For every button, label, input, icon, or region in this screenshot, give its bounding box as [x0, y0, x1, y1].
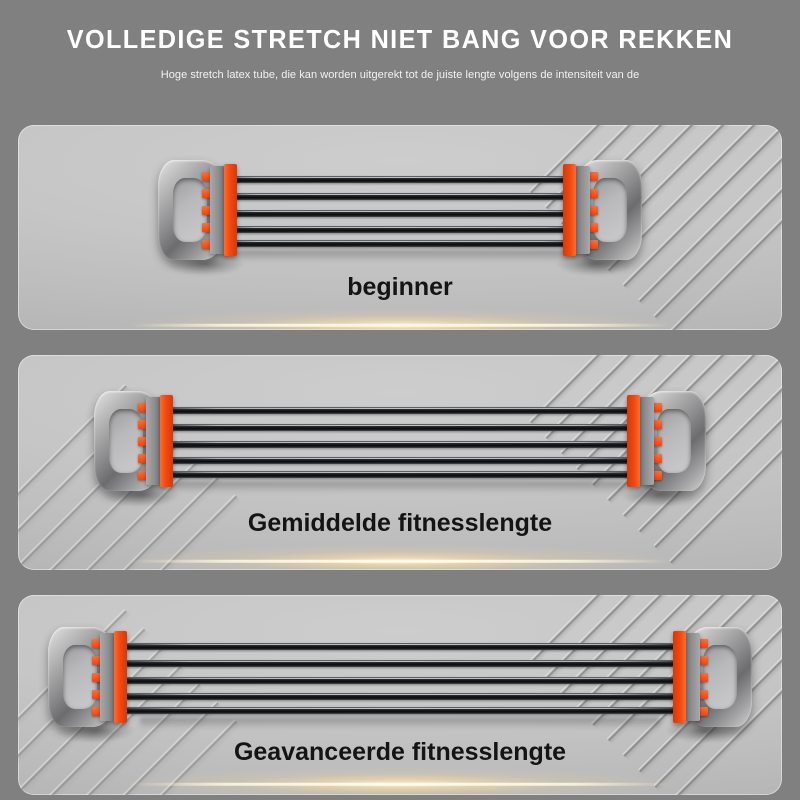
- clip-tooth: [202, 222, 211, 232]
- clip-tooth: [92, 690, 101, 699]
- chest-expander-illustration: [94, 385, 706, 513]
- clip-tooth: [589, 205, 598, 215]
- handle-right: [610, 385, 706, 513]
- clip-tooth: [138, 419, 147, 429]
- anchor-plate: [574, 165, 590, 254]
- latex-tube: [125, 660, 675, 667]
- handle-right: [656, 621, 752, 749]
- anchor-plate: [210, 165, 226, 254]
- latex-tube: [125, 643, 675, 650]
- clip-tooth: [699, 690, 708, 699]
- light-glow: [120, 544, 680, 570]
- clip-tooth: [699, 673, 708, 682]
- orange-clip-bar: [673, 631, 686, 723]
- clip-tooth: [699, 656, 708, 665]
- page-subtitle: Hoge stretch latex tube, die kan worden …: [160, 69, 640, 81]
- clip-teeth: [138, 402, 147, 481]
- anchor-plate: [684, 633, 700, 721]
- clip-teeth: [653, 402, 662, 481]
- product-panel: Geavanceerde fitnesslengte: [18, 595, 782, 795]
- handle-right: [546, 154, 642, 282]
- orange-clip-bar: [563, 163, 576, 256]
- latex-tube: [125, 693, 675, 700]
- light-glow: [120, 767, 680, 795]
- clip-tooth: [202, 239, 211, 249]
- product-panel: beginner: [18, 125, 782, 330]
- clip-tooth: [589, 188, 598, 198]
- clip-teeth: [589, 171, 598, 250]
- tube-shadow: [220, 249, 580, 262]
- orange-clip-bar: [627, 394, 640, 487]
- clip-tooth: [653, 470, 662, 480]
- light-glow: [120, 308, 680, 330]
- clip-tooth: [138, 402, 147, 412]
- page-title: VOLLEDIGE STRETCH NIET BANG VOOR REKKEN: [66, 24, 734, 54]
- tube-shadow: [173, 480, 627, 493]
- clip-tooth: [138, 470, 147, 480]
- anchor-plate: [100, 633, 116, 721]
- latex-tube: [211, 239, 589, 247]
- latex-tube: [211, 175, 589, 183]
- clip-tooth: [589, 239, 598, 249]
- orange-clip-bar: [114, 631, 127, 723]
- latex-tube: [161, 423, 640, 431]
- latex-tube: [211, 225, 589, 233]
- latex-tube: [161, 406, 640, 414]
- clip-tooth: [699, 707, 708, 716]
- latex-tube-bundle: [211, 173, 589, 247]
- clip-tooth: [202, 188, 211, 198]
- clip-tooth: [92, 639, 101, 648]
- panel-caption: beginner: [347, 273, 453, 301]
- handle-left: [158, 154, 254, 282]
- clip-tooth: [138, 436, 147, 446]
- anchor-plate: [638, 396, 654, 485]
- latex-tube: [125, 677, 675, 684]
- chest-expander-illustration: [158, 154, 642, 282]
- handle-left: [48, 621, 144, 749]
- tube-shadow: [139, 717, 661, 729]
- clip-tooth: [653, 453, 662, 463]
- latex-tube: [161, 456, 640, 464]
- header-banner: VOLLEDIGE STRETCH NIET BANG VOOR REKKEN …: [0, 0, 800, 118]
- clip-tooth: [653, 402, 662, 412]
- clip-tooth: [138, 453, 147, 463]
- latex-tube-bundle: [125, 640, 675, 714]
- anchor-plate: [146, 396, 162, 485]
- clip-tooth: [202, 205, 211, 215]
- clip-teeth: [699, 639, 708, 717]
- clip-tooth: [92, 673, 101, 682]
- panel-caption: Geavanceerde fitnesslengte: [233, 738, 567, 766]
- handle-left: [94, 385, 190, 513]
- orange-clip-bar: [160, 394, 173, 487]
- latex-tube: [161, 440, 640, 448]
- clip-tooth: [699, 639, 708, 648]
- product-panel: Gemiddelde fitnesslengte: [18, 355, 782, 570]
- chest-expander-illustration: [48, 621, 752, 749]
- clip-tooth: [92, 707, 101, 716]
- clip-teeth: [92, 639, 101, 717]
- latex-tube: [211, 192, 589, 200]
- clip-tooth: [589, 171, 598, 181]
- clip-tooth: [202, 171, 211, 181]
- clip-tooth: [653, 436, 662, 446]
- orange-clip-bar: [224, 163, 237, 256]
- clip-tooth: [589, 222, 598, 232]
- clip-teeth: [202, 171, 211, 250]
- latex-tube: [211, 209, 589, 217]
- panel-caption: Gemiddelde fitnesslengte: [247, 509, 553, 537]
- clip-tooth: [653, 419, 662, 429]
- clip-tooth: [92, 656, 101, 665]
- latex-tube-bundle: [161, 404, 640, 478]
- latex-tube: [161, 470, 640, 478]
- latex-tube: [125, 707, 675, 714]
